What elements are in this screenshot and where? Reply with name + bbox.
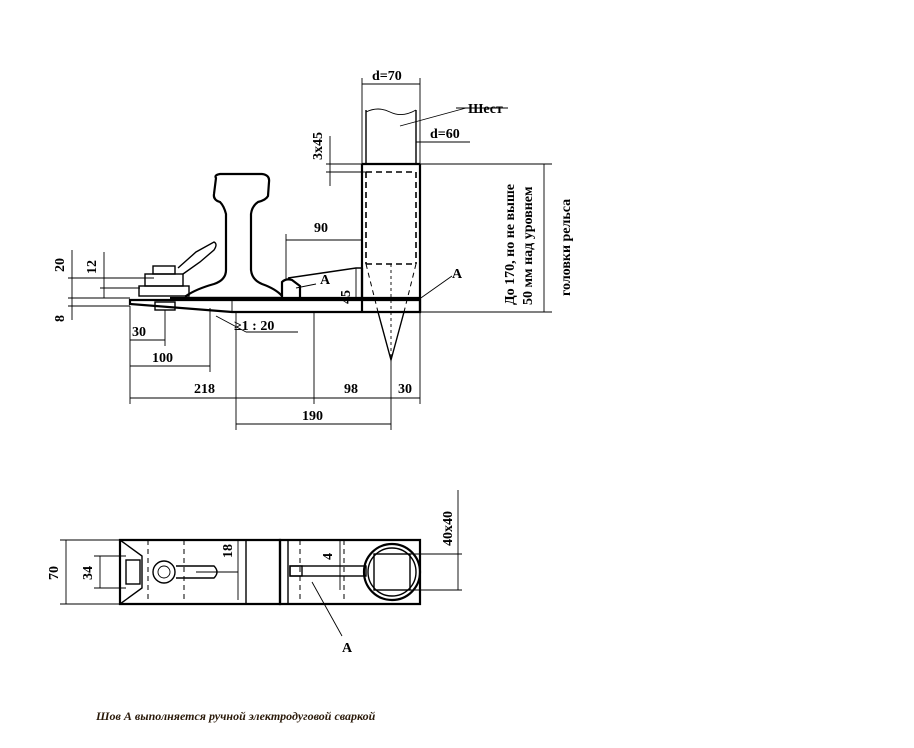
- label-weld-a-1: A: [320, 273, 331, 288]
- label-d60: d=60: [430, 127, 460, 142]
- label-8: 8: [53, 315, 68, 322]
- label-pole: Шест: [468, 102, 503, 117]
- label-18: 18: [221, 544, 236, 558]
- base-plate: [128, 298, 422, 314]
- label-30-left: 30: [132, 325, 146, 340]
- label-218: 218: [194, 382, 215, 397]
- label-weld-a-3: A: [342, 641, 353, 656]
- label-45: 45: [339, 290, 354, 304]
- plan-brace-end: [289, 565, 303, 577]
- label-70: 70: [47, 566, 62, 580]
- label-3x45: 3x45: [311, 132, 326, 160]
- rail-hook: [280, 278, 302, 298]
- label-12: 12: [85, 260, 100, 274]
- weld-a-leader-1: [295, 283, 317, 289]
- pole-break-line: [365, 108, 417, 115]
- clamp-nut-block: [144, 273, 184, 287]
- label-weld-a-2: A: [452, 267, 463, 282]
- clamp-nut: [152, 265, 176, 275]
- slope-leader: [215, 315, 247, 333]
- label-d70: d=70: [372, 69, 402, 84]
- plan-bolt-circle: [152, 560, 176, 584]
- plan-square-post: [373, 553, 411, 591]
- plan-right-block: [278, 538, 422, 606]
- clamp-lever: [177, 241, 217, 275]
- plan-socket-inner: [367, 547, 417, 597]
- clamp-plate: [138, 285, 190, 297]
- side-view: d=70 Шест d=60 3x45 До 170, но не выше 5…: [53, 69, 574, 430]
- plan-bolt-inner: [157, 565, 171, 579]
- label-30-right: 30: [398, 382, 412, 397]
- label-100: 100: [152, 351, 173, 366]
- weld-a-leader-2: [417, 275, 453, 301]
- label-slope: ≥1 : 20: [234, 319, 274, 334]
- label-98: 98: [344, 382, 358, 397]
- rail-profile: [184, 172, 284, 300]
- plan-view: 70 34 18 4 40x40 A: [47, 490, 462, 656]
- plan-socket-outer: [362, 542, 422, 602]
- label-90: 90: [314, 221, 328, 236]
- label-190: 190: [302, 409, 323, 424]
- plan-left-bevel: [119, 539, 143, 605]
- label-20: 20: [53, 258, 68, 272]
- label-40x40: 40x40: [441, 511, 456, 546]
- footnote: Шов А выполняется ручной электродуговой …: [95, 709, 376, 723]
- plan-clamp-plate: [125, 559, 141, 585]
- pole-leader: [399, 107, 467, 127]
- label-height-3: головки рельса: [559, 199, 574, 296]
- label-4: 4: [321, 553, 336, 560]
- label-height-1: До 170, но не выше: [503, 184, 518, 305]
- label-34: 34: [81, 566, 96, 580]
- plan-weld-leader: [311, 581, 343, 637]
- label-height-2: 50 мм над уровнем: [521, 186, 536, 305]
